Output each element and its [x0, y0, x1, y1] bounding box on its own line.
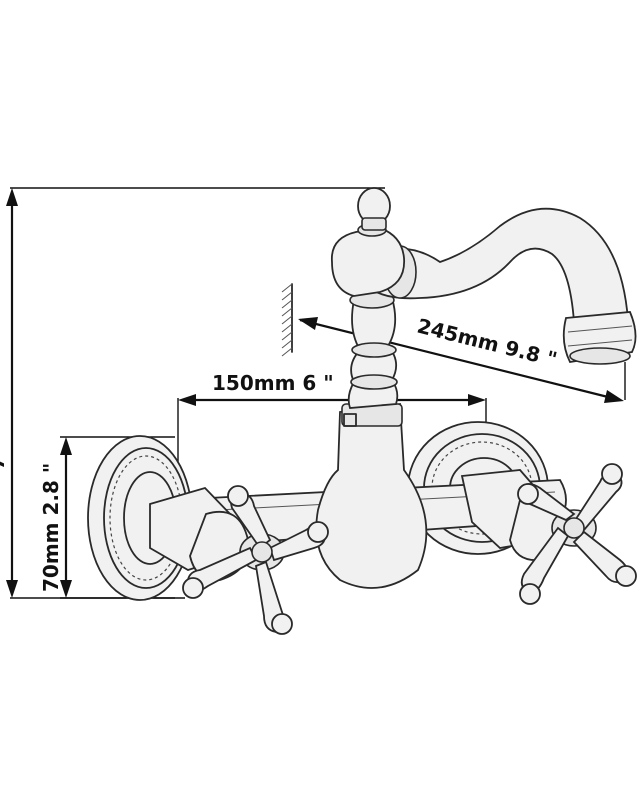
spout-reach-label: 245mm 9.8 ": [415, 314, 560, 372]
height-label-bottom: 7": [0, 446, 9, 470]
riser-column: [347, 291, 399, 409]
left-cross-handle: [182, 485, 329, 635]
center-spacing-dimension: [177, 394, 487, 490]
central-body: [315, 402, 428, 589]
spout: [331, 187, 629, 323]
height-label-top: 170: [0, 353, 9, 395]
right-cross-handle: [517, 463, 637, 605]
wall-hatch: [281, 283, 293, 357]
spout-reach-dimension: [298, 317, 626, 403]
center-spacing-label: 150mm 6 ": [212, 371, 334, 395]
spout-aerator: [562, 311, 637, 365]
flange-height-label: 70mm 2.8 ": [39, 463, 63, 592]
flange-height-dimension: [60, 436, 175, 599]
